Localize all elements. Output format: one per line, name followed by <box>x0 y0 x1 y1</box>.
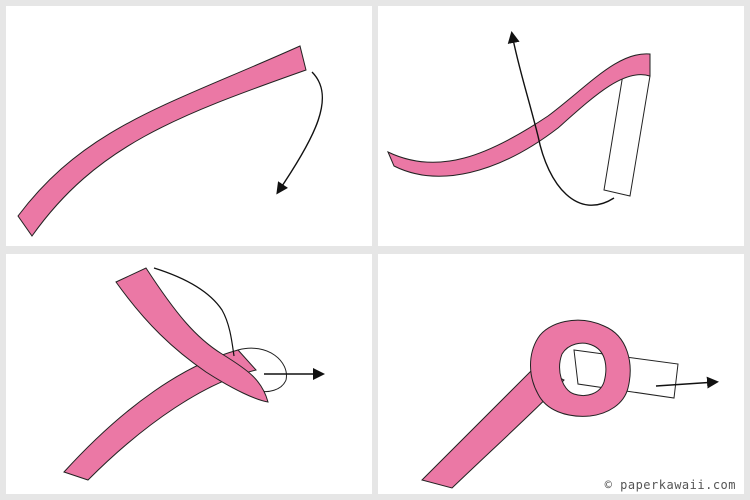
guide-line <box>153 267 235 357</box>
ribbon-lower-strip <box>421 365 565 489</box>
step-3-panel <box>6 254 372 494</box>
ribbon-strip <box>387 53 651 177</box>
step-4-panel <box>378 254 744 494</box>
fold-arrow <box>507 31 615 206</box>
step-3-illustration <box>63 267 325 481</box>
step-1-panel <box>6 6 372 246</box>
copyright-credit: © paperkawaii.com <box>604 478 736 492</box>
ribbon-lower-strip <box>63 349 257 481</box>
step-4-illustration <box>421 319 719 489</box>
step-2-illustration <box>387 31 651 206</box>
ribbon-strip <box>17 45 307 237</box>
step-1-illustration <box>17 45 324 237</box>
ribbon-loop <box>115 267 269 403</box>
step-2-panel <box>378 6 744 246</box>
ribbon-back-segment <box>603 67 651 197</box>
ribbon-knot <box>530 319 631 417</box>
fold-arrow <box>276 71 324 195</box>
tighten-arrow <box>655 376 719 389</box>
